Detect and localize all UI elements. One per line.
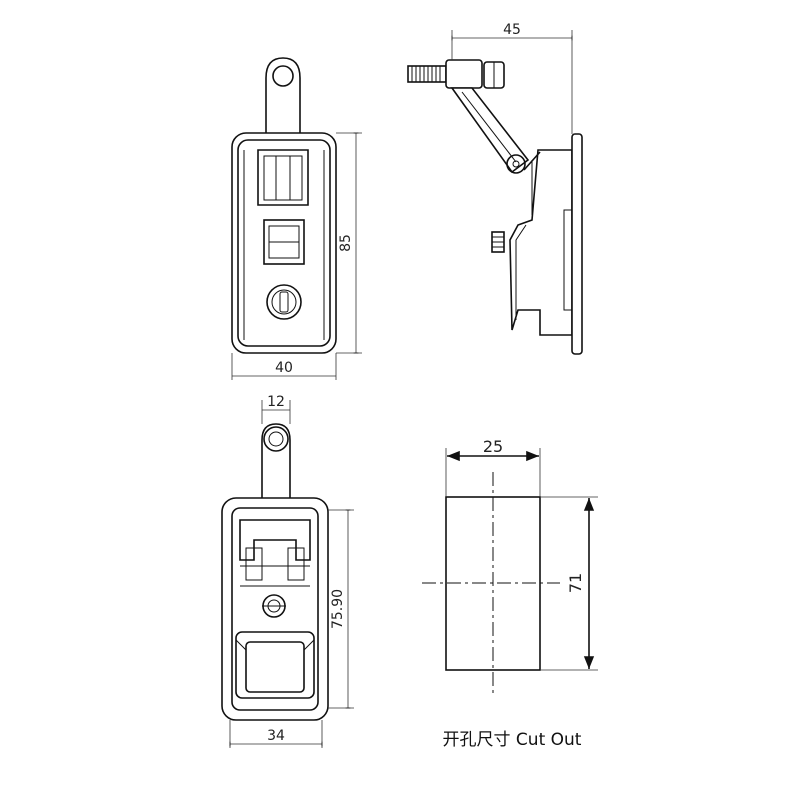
dim-side-width: 45 <box>503 22 521 38</box>
cutout-view <box>422 472 560 695</box>
rear-dimension-75-90: 75.90 <box>328 509 354 709</box>
cutout-dimension-71: 71 <box>540 496 598 671</box>
front-view <box>231 57 337 354</box>
rear-dimension-12: 12 <box>261 394 291 424</box>
front-dimension-40: 40 <box>231 353 337 380</box>
rear-dimension-34: 34 <box>229 720 323 748</box>
cutout-dimension-25: 25 <box>445 437 541 497</box>
front-dimension-85: 85 <box>336 132 362 354</box>
cutout-caption: 开孔尺寸 Cut Out <box>443 730 582 750</box>
side-view <box>407 59 583 355</box>
dim-cutout-width: 25 <box>483 437 503 456</box>
dim-front-height: 85 <box>338 234 354 252</box>
dim-rear-width: 34 <box>267 728 285 744</box>
side-dimension-45: 45 <box>451 22 573 134</box>
dim-front-width: 40 <box>275 360 293 376</box>
dim-rear-height: 75.90 <box>330 589 346 629</box>
rear-view <box>221 423 329 721</box>
dim-cutout-height: 71 <box>566 573 585 593</box>
dim-rear-handle-width: 12 <box>267 394 285 410</box>
